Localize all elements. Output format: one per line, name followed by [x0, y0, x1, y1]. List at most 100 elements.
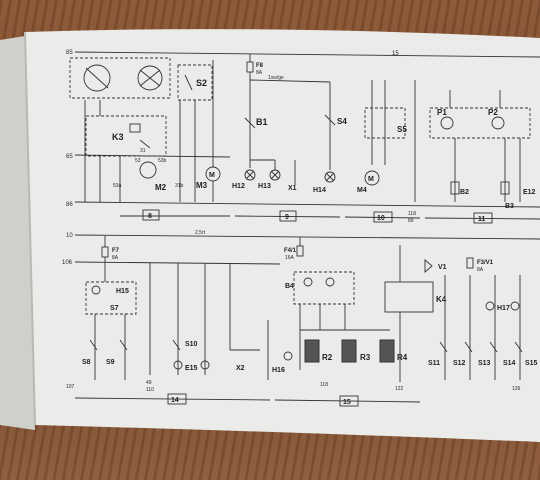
section-10: 10: [377, 215, 385, 222]
gauge-p2-symbol: [491, 116, 505, 130]
lamp-h17-symbol: [485, 301, 495, 311]
label-s14: S14: [503, 360, 516, 367]
label-f3-rating: 8A: [477, 267, 484, 273]
bottom-number-126: 126: [512, 386, 521, 392]
wiper-switch-box: [69, 57, 171, 99]
section-box-8: [142, 209, 160, 221]
label-s9: S9: [106, 359, 115, 366]
label-f7-rating: 8A: [112, 255, 119, 261]
relay-k3-box: [85, 115, 167, 157]
left-page-edge: [0, 36, 35, 430]
bottom-number-118b: 118: [320, 382, 328, 388]
relay-k4-box: [384, 281, 434, 313]
label-s10: S10: [185, 341, 198, 348]
heater-r3-symbol: [341, 339, 357, 363]
label-h13: H13: [258, 183, 271, 190]
label-r2: R2: [322, 353, 333, 362]
label-s4: S4: [337, 117, 347, 126]
bottom-number-110: 110: [146, 387, 154, 393]
lamp-h12-symbol: [244, 169, 256, 181]
k3-pin-31: 31: [140, 148, 146, 154]
diode-v1-symbol: [424, 259, 433, 273]
motor-m2-symbol: [139, 161, 157, 179]
hazard-switch-box: [85, 281, 137, 315]
open-manual-page: 85 15 65 86 S2 K3 M2 53a 53 31b 53b 31: [0, 20, 540, 445]
bus-label-15: 15: [392, 51, 399, 57]
bus-label-85: 85: [66, 50, 73, 56]
wiring-diagram-sheet: 85 15 65 86 S2 K3 M2 53a 53 31b 53b 31: [0, 29, 540, 442]
heater-r2-symbol: [304, 339, 320, 363]
label-r3: R3: [360, 353, 371, 362]
section-box-15: [339, 395, 359, 407]
instrument-cluster-box: [429, 107, 531, 139]
section-11: 11: [478, 216, 486, 223]
section-box-11: [473, 212, 493, 224]
label-p1: P1: [437, 108, 447, 117]
binding-fold: [24, 31, 36, 426]
label-f4-1-rating: 16A: [285, 255, 295, 261]
section-8: 8: [148, 213, 152, 220]
label-h15: H15: [116, 288, 129, 295]
label-h14: H14: [313, 187, 326, 194]
bottom-number-49: 49: [146, 380, 152, 386]
label-x2: X2: [236, 365, 245, 372]
sensor-b3-symbol: [500, 181, 510, 195]
page-paper: [25, 29, 540, 442]
bottom-number-122: 122: [395, 386, 404, 392]
motor-m4-symbol: [364, 170, 380, 186]
label-s12: S12: [453, 360, 466, 367]
label-s15: S15: [525, 360, 538, 367]
k3-pin-53: 53: [135, 158, 141, 164]
k3-pin-53a: 53a: [113, 183, 122, 189]
label-s11: S11: [428, 360, 440, 367]
section-box-14: [167, 393, 187, 405]
heater-r4-symbol: [379, 339, 395, 363]
fuse-f3-symbol: [466, 257, 474, 269]
lamp-h15-symbol: [91, 285, 101, 295]
k3-pin-53b: 53b: [158, 158, 167, 164]
label-s8: S8: [82, 359, 91, 366]
bus-label-65: 65: [66, 154, 73, 160]
section-box-10: [373, 211, 393, 223]
label-r4: R4: [397, 353, 408, 362]
label-b3: B3: [505, 203, 514, 210]
section-9: 9: [285, 214, 289, 221]
label-h17: H17: [497, 305, 510, 312]
label-b2: B2: [460, 189, 469, 196]
label-s7: S7: [110, 305, 119, 312]
label-b1: B1: [256, 117, 268, 127]
k3-pin-31b: 31b: [175, 183, 184, 189]
label-f7: F7: [112, 248, 120, 254]
lamp-h14-symbol: [324, 171, 336, 183]
label-f8-rating: 8A: [256, 70, 263, 76]
wire-label-25rt: 2,5rt: [195, 230, 206, 236]
label-h16: H16: [272, 367, 285, 374]
label-m3: M3: [196, 181, 208, 190]
top-diagram: 85 15 65 86 S2 K3 M2 53a 53 31b 53b 31: [66, 50, 540, 224]
label-k4: K4: [436, 295, 447, 304]
label-m4: M4: [357, 187, 367, 194]
relay-b4-box: [293, 271, 355, 305]
label-f8: F8: [256, 63, 264, 69]
label-s13: S13: [478, 360, 491, 367]
bottom-number-89: 89: [408, 218, 414, 224]
label-b4: B4: [285, 283, 294, 290]
sensor-b2-symbol: [450, 181, 460, 195]
label-v1: V1: [438, 264, 447, 271]
bus-label-106: 106: [62, 260, 73, 266]
label-m2: M2: [155, 183, 167, 192]
svg-text:M: M: [209, 172, 215, 179]
bottom-number-118: 118: [408, 211, 416, 217]
label-f3-v1: F3/V1: [477, 260, 494, 266]
gauge-p1-symbol: [440, 116, 454, 130]
svg-text:M: M: [368, 176, 374, 183]
label-e15: E15: [185, 365, 198, 372]
label-x1: X1: [288, 185, 297, 192]
label-f4-1: F4/1: [284, 248, 297, 254]
ground-label-86: 86: [66, 202, 73, 208]
section-15: 15: [343, 399, 351, 406]
section-14: 14: [171, 397, 179, 404]
label-s5: S5: [397, 125, 407, 134]
label-p2: P2: [488, 108, 498, 117]
label-k3: K3: [112, 132, 124, 142]
